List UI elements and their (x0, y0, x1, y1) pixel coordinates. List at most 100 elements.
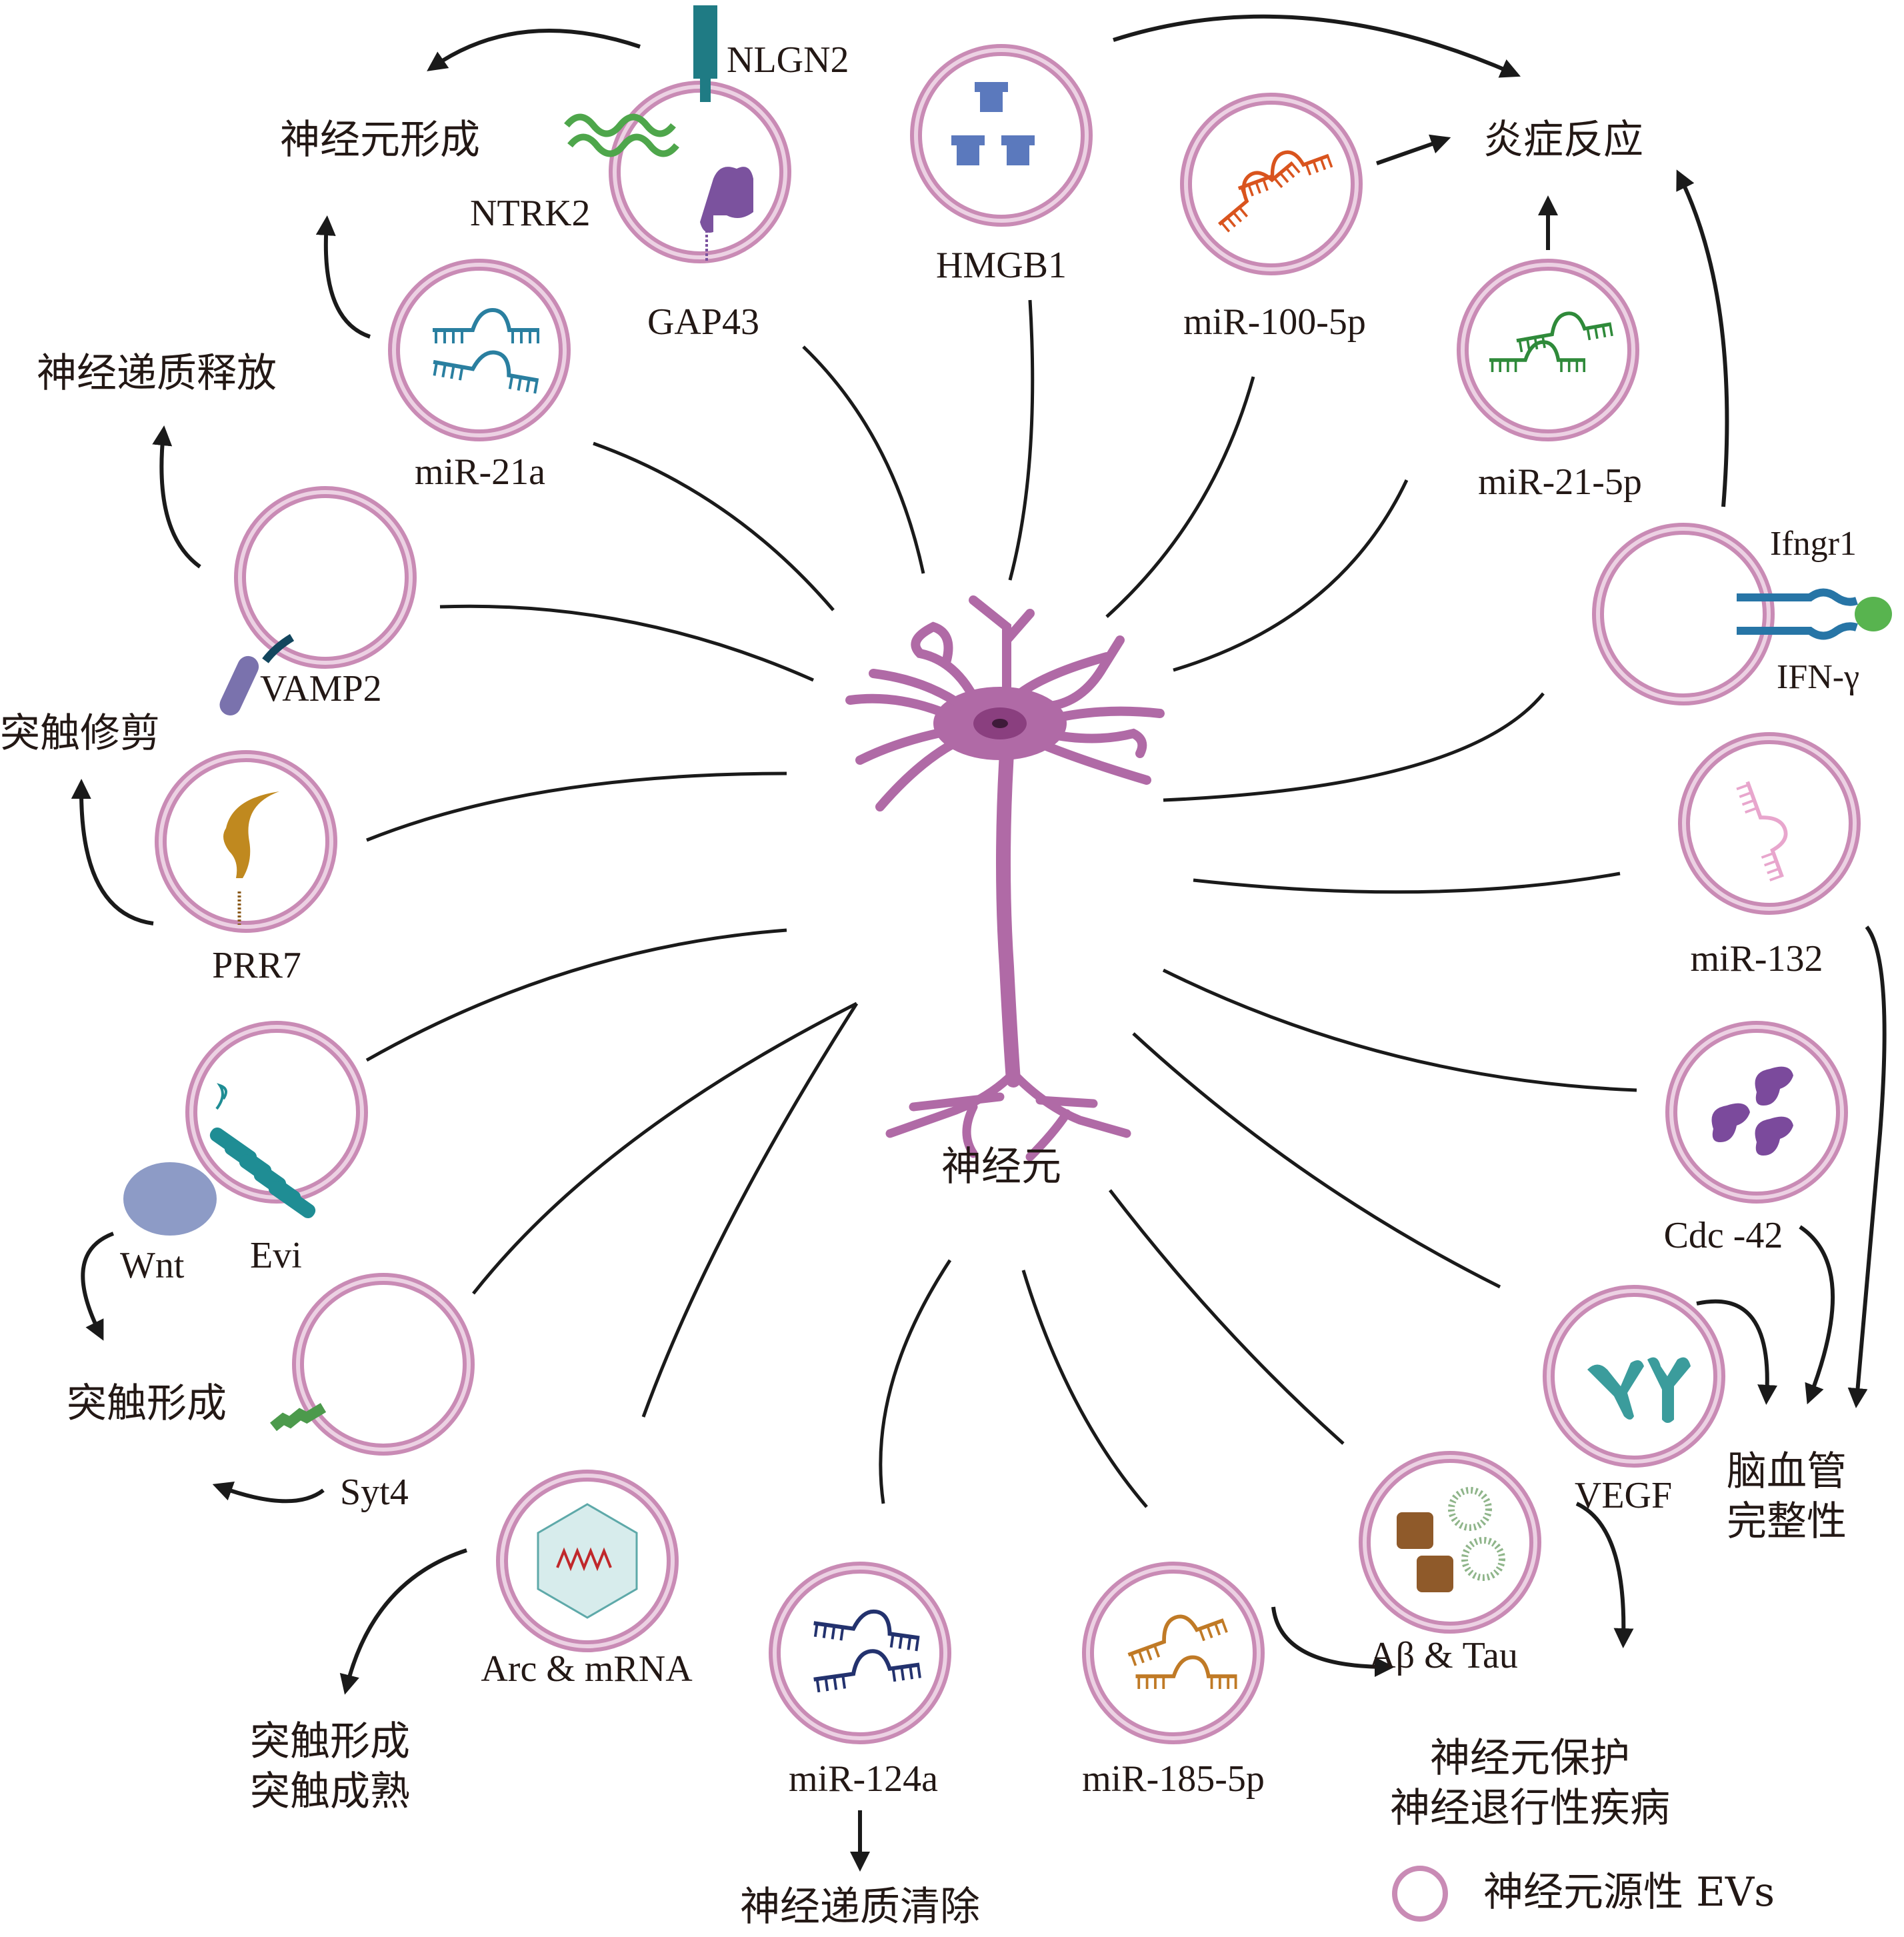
hmgb1-protein-icon (951, 82, 1035, 165)
label-ifng: IFN-γ (1777, 658, 1860, 696)
arrow-abtau-protection (1575, 1502, 1634, 1648)
label-mir21a: miR-21a (415, 451, 545, 493)
arrow-mir185-protection (1271, 1606, 1395, 1677)
outcome-synapse-formation: 突触形成 (67, 1380, 227, 1427)
label-evi: Evi (250, 1235, 302, 1276)
label-vamp2: VAMP2 (260, 668, 382, 709)
arrow-arc-maturation (339, 1548, 467, 1695)
evi-transmembrane-icon (209, 1083, 316, 1219)
vesicle-vamp2 (219, 486, 417, 716)
vesicle-membrane-inner (500, 1474, 675, 1648)
connector-mir100 (1105, 376, 1255, 618)
vesicle-membrane-inner (1682, 736, 1857, 911)
wnt-icon (123, 1162, 217, 1236)
label-arc: Arc & mRNA (481, 1648, 693, 1690)
vesicle-ifngr1 (1592, 523, 1892, 705)
vesicle-membrane-inner (238, 490, 413, 665)
label-cdc42: Cdc -42 (1663, 1215, 1783, 1256)
vesicle-membrane-inner (1184, 97, 1359, 271)
label-syt4: Syt4 (340, 1472, 409, 1513)
arrow-ifngr1-inflammation (1676, 169, 1729, 507)
legend-label: 神经元源性 EVs (1483, 1869, 1775, 1916)
connector-lines (365, 299, 1637, 1508)
outcome-neuroprotection: 神经元保护 神经退行性疾病 (1390, 1735, 1670, 1832)
connector-mir132 (1193, 871, 1621, 894)
vesicle-evi (123, 1021, 368, 1236)
vesicle-membrane-inner (773, 1566, 947, 1740)
connector-cdc42 (1162, 968, 1637, 1092)
neuron-label: 神经元 (941, 1144, 1061, 1190)
outcome-neurotransmitter-clearance: 神经递质清除 (740, 1884, 980, 1930)
outcome-neurotransmitter-release: 神经递质释放 (37, 350, 277, 397)
label-ntrk2: NTRK2 (470, 193, 591, 234)
arrow-prr7-pruning (71, 779, 154, 925)
ifngr1-receptor-icon (1737, 588, 1858, 640)
vesicle-membrane-inner (1461, 263, 1635, 437)
connector-abtau (1109, 1189, 1345, 1445)
label-mir132: miR-132 (1690, 938, 1823, 980)
ntrk2-icon (564, 113, 679, 157)
arrow-syt4-synapse (212, 1482, 325, 1504)
vesicle-abtau (1359, 1451, 1541, 1634)
label-hmgb1: HMGB1 (935, 245, 1067, 286)
arrow-wnt-synapse (81, 1232, 115, 1341)
vesicle-prr7 (155, 750, 337, 933)
prr7-protein-icon (223, 791, 279, 925)
neuron-icon (845, 595, 1165, 1162)
vesicle-membrane-inner (296, 1277, 471, 1452)
outcome-inflammation: 炎症反应 (1483, 117, 1643, 163)
vesicle-syt4 (270, 1273, 475, 1456)
connector-hmgb1 (1008, 299, 1035, 581)
vesicle-mir21a (388, 259, 571, 441)
connector-evi (365, 928, 787, 1062)
arrow-vamp2-release (152, 425, 201, 569)
aggregate-icon (1397, 1487, 1505, 1592)
outcome-synaptic-pruning: 突触修剪 (0, 710, 160, 757)
label-mir100: miR-100-5p (1183, 301, 1366, 343)
connector-ifngr1 (1163, 692, 1545, 802)
arc-capsid-icon (537, 1503, 638, 1619)
vesicle-mir21-5p (1457, 259, 1639, 441)
vesicle-mir132 (1678, 732, 1861, 915)
arrow-mir100-inflammation (1376, 134, 1451, 165)
vesicles-layer (123, 5, 1892, 1744)
vesicle-membrane-inner (1086, 1566, 1261, 1740)
label-wnt: Wnt (120, 1245, 185, 1286)
vesicle-mir124 (769, 1562, 951, 1744)
connector-prr7 (366, 771, 787, 842)
vesicle-hmgb1 (910, 44, 1093, 227)
vesicle-legend-icon (1392, 1866, 1448, 1922)
arrow-mir132-cerebrovascular (1847, 925, 1887, 1408)
connector-arc (641, 1002, 859, 1418)
syt4-protein-icon (270, 1403, 327, 1432)
vesicle-gap43 (564, 5, 791, 263)
vesicle-membrane-inner (1596, 527, 1771, 701)
label-mir21-5p: miR-21-5p (1478, 461, 1642, 503)
vesicle-membrane-inner (159, 754, 333, 929)
connector-vamp2 (439, 604, 815, 682)
outcome-cerebrovascular-integrity: 脑血管 完整性 (1727, 1448, 1847, 1545)
connector-gap43 (802, 345, 925, 574)
label-mir124: miR-124a (789, 1758, 938, 1800)
label-gap43: GAP43 (647, 301, 760, 343)
cdc42-protein-icon (1711, 1066, 1793, 1156)
connector-vegf (1132, 1032, 1501, 1289)
vesicle-cdc42 (1665, 1021, 1848, 1204)
label-mir185: miR-185-5p (1082, 1758, 1265, 1800)
vesicle-arc (496, 1470, 679, 1652)
vesicle-membrane-inner (1669, 1025, 1844, 1200)
vesicle-mir185 (1082, 1562, 1265, 1744)
arrow-hmgb1-inflammation (1113, 14, 1521, 78)
vegf-protein-icon (1587, 1357, 1691, 1423)
arrow-cdc42-cerebrovascular (1799, 1225, 1835, 1405)
vesicle-mir100 (1180, 93, 1363, 275)
outcome-neurogenesis: 神经元形成 (280, 117, 480, 163)
label-vegf: VEGF (1574, 1475, 1673, 1516)
vesicle-membrane-inner (392, 263, 567, 437)
outcome-synapse-formation-maturation: 突触形成 突触成熟 (250, 1718, 410, 1815)
connector-mir185 (1021, 1270, 1148, 1508)
label-nlgn2: NLGN2 (727, 39, 849, 81)
arrow-mir21a-neurogenesis (315, 215, 371, 339)
vesicle-membrane-inner (1547, 1289, 1721, 1464)
